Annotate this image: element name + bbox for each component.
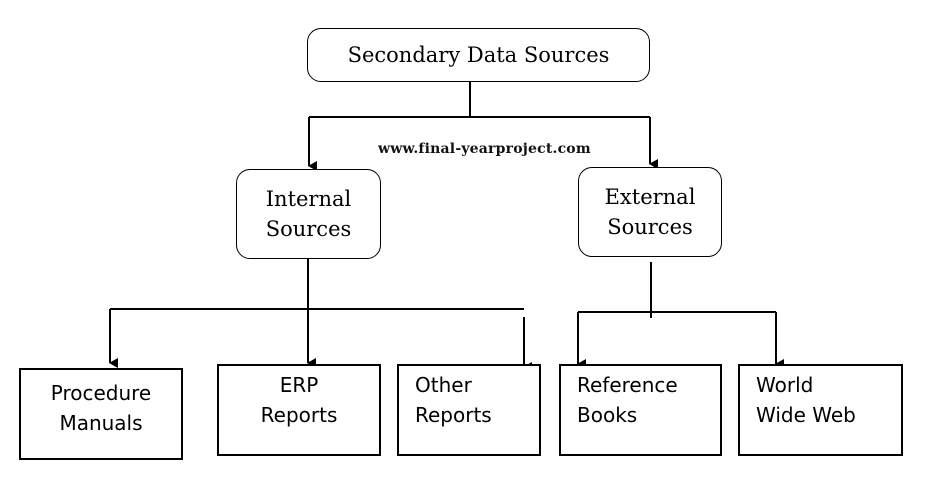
watermark-text: www.final-yearproject.com (378, 141, 591, 157)
leaf-world-wide-web: World Wide Web (738, 364, 903, 456)
external-label-line1: External (604, 185, 696, 209)
erp-reports-line1: ERP (279, 373, 319, 397)
erp-reports-line2: Reports (260, 403, 338, 427)
reference-books-line2: Books (577, 403, 638, 427)
internal-label-line1: Internal (265, 187, 352, 211)
node-external-sources: External Sources (578, 167, 722, 257)
world-wide-web-line2: Wide Web (756, 403, 856, 427)
internal-label-line2: Sources (265, 217, 352, 241)
procedure-manuals-line2: Manuals (59, 411, 143, 435)
procedure-manuals-line1: Procedure (50, 381, 152, 405)
other-reports-line1: Other (415, 373, 472, 397)
node-internal-sources: Internal Sources (236, 169, 381, 259)
leaf-procedure-manuals: Procedure Manuals (19, 368, 183, 460)
leaf-reference-books: Reference Books (559, 364, 722, 456)
leaf-other-reports: Other Reports (397, 364, 541, 456)
root-label: Secondary Data Sources (347, 43, 610, 67)
root-node-secondary-data-sources: Secondary Data Sources (307, 28, 650, 82)
external-label-line2: Sources (607, 215, 693, 239)
other-reports-line2: Reports (415, 403, 492, 427)
leaf-erp-reports: ERP Reports (217, 364, 381, 456)
reference-books-line1: Reference (577, 373, 678, 397)
world-wide-web-line1: World (756, 373, 814, 397)
